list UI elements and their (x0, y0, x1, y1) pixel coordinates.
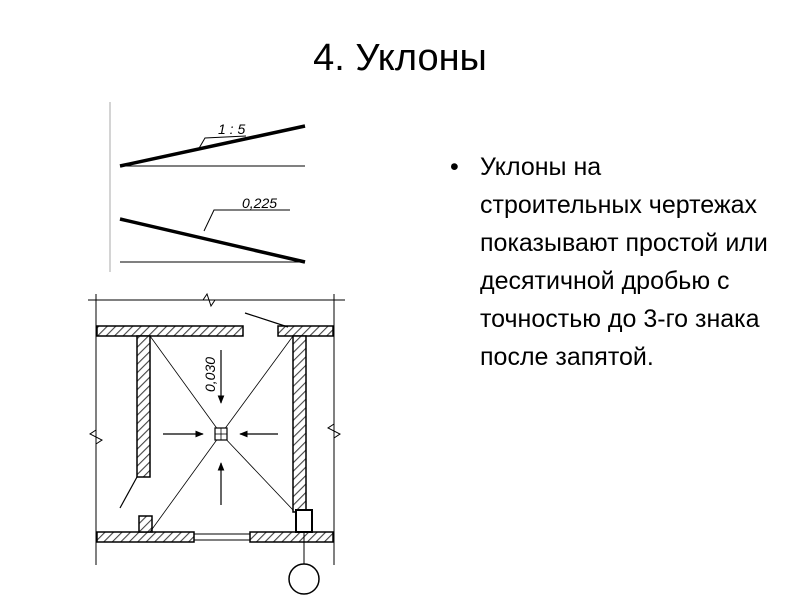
floor-plan: 0,030 (88, 292, 345, 595)
bullet-text: Уклоны на строительных чертежах показыва… (480, 153, 768, 371)
bullet-icon: • (450, 153, 459, 181)
bullet-list: • Уклоны на строительных чертежах показы… (448, 148, 768, 376)
plan-slope-label: 0,030 (202, 357, 218, 392)
slope-decimal-diagram: 0,225 (119, 195, 306, 264)
slope-label-decimal: 0,225 (242, 195, 277, 211)
slope-label-fraction: 1 : 5 (218, 121, 245, 137)
slide-title: 4. Уклоны (313, 37, 487, 79)
slope-fraction-diagram: 1 : 5 (109, 102, 306, 272)
bullet-item: • Уклоны на строительных чертежах показы… (448, 148, 768, 376)
